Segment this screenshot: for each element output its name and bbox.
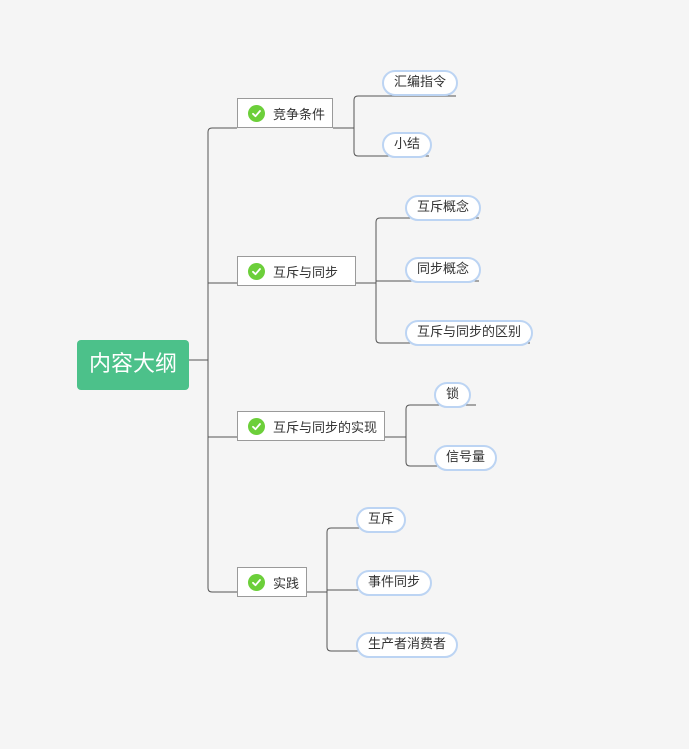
leaf-topic-2-1[interactable]: 互斥概念 (405, 195, 482, 221)
branch-topic-3[interactable]: 互斥与同步的实现 (237, 411, 385, 441)
trunk-connector (207, 127, 237, 593)
leaf-topic-1-1[interactable]: 汇编指令 (382, 70, 459, 96)
leaf-topic-3-2[interactable]: 信号量 (434, 445, 498, 471)
leaf-topic-1-2[interactable]: 小结 (382, 132, 433, 158)
branch-connector-1 (333, 95, 383, 157)
branch-connector-2 (356, 217, 406, 344)
leaf-topic-4-3[interactable]: 生产者消费者 (356, 632, 459, 658)
branch-topic-4[interactable]: 实践 (237, 567, 307, 597)
branch-label: 互斥与同步的实现 (273, 420, 378, 436)
leaf-topic-4-1[interactable]: 互斥 (356, 507, 407, 533)
check-circle-icon (248, 262, 265, 280)
leaf-topic-2-2[interactable]: 同步概念 (405, 257, 482, 283)
branch-label: 竞争条件 (273, 107, 326, 123)
branch-topic-2[interactable]: 互斥与同步 (237, 256, 356, 286)
check-circle-icon (248, 573, 265, 591)
branch-label: 互斥与同步 (273, 265, 339, 281)
root-topic[interactable]: 内容大纲 (77, 340, 189, 390)
branch-connector-3 (385, 404, 435, 467)
leaf-topic-2-3[interactable]: 互斥与同步的区别 (405, 320, 534, 346)
leaf-topic-3-1[interactable]: 锁 (434, 382, 472, 408)
branch-topic-1[interactable]: 竞争条件 (237, 98, 333, 128)
check-circle-icon (248, 104, 265, 122)
check-circle-icon (248, 417, 265, 435)
branch-connector-4 (307, 527, 357, 652)
branch-label: 实践 (273, 576, 300, 592)
leaf-topic-4-2[interactable]: 事件同步 (356, 570, 433, 596)
